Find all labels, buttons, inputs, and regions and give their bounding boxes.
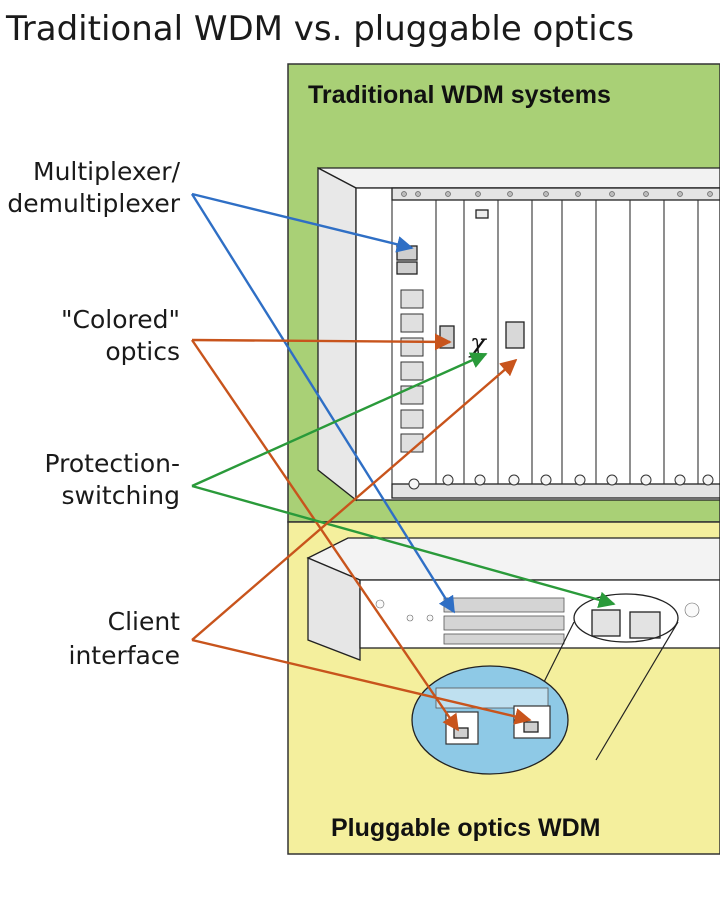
colored-optics-label-group: "Colored" optics (61, 305, 180, 366)
protection-switching-label-line2: switching (62, 481, 180, 510)
client-arrow-pluggable (191, 638, 532, 725)
mux-label-group: Multiplexer/ demultiplexer (7, 157, 180, 218)
protection-switching-arrows (191, 352, 616, 609)
colored-optics-arrows (191, 333, 459, 732)
client-interface-label-line2: interface (69, 641, 181, 670)
client-arrow-traditional (191, 358, 518, 641)
protection-switching-label-line1: Protection- (45, 449, 181, 478)
colored-optics-arrow-traditional (191, 333, 452, 351)
mux-arrows (190, 192, 456, 614)
mux-label-line2: demultiplexer (7, 189, 180, 218)
colored-optics-label-line1: "Colored" (61, 305, 180, 334)
client-interface-label-line1: Client (108, 607, 181, 636)
protection-switching-label-group: Protection- switching (45, 449, 181, 510)
protection-switch-symbol: χ (468, 329, 488, 359)
protection-arrow-traditional (191, 352, 488, 488)
traditional-wdm-panel-title: Traditional WDM systems (308, 81, 611, 109)
mux-arrow-traditional (191, 192, 414, 253)
mux-arrow-pluggable (190, 193, 456, 614)
pluggable-wdm-panel-title: Pluggable optics WDM (331, 814, 600, 842)
colored-optics-arrow-pluggable (191, 339, 459, 732)
colored-optics-label-line2: optics (105, 337, 180, 366)
pluggable-chassis-illustration (306, 537, 720, 775)
wdm-chassis-illustration (317, 166, 720, 502)
protection-arrow-pluggable (191, 484, 616, 609)
diagram-title: Traditional WDM vs. pluggable optics (5, 9, 634, 49)
client-interface-label-group: Client interface (69, 607, 181, 670)
mux-label-line1: Multiplexer/ (33, 157, 181, 186)
client-interface-arrows (191, 358, 532, 725)
